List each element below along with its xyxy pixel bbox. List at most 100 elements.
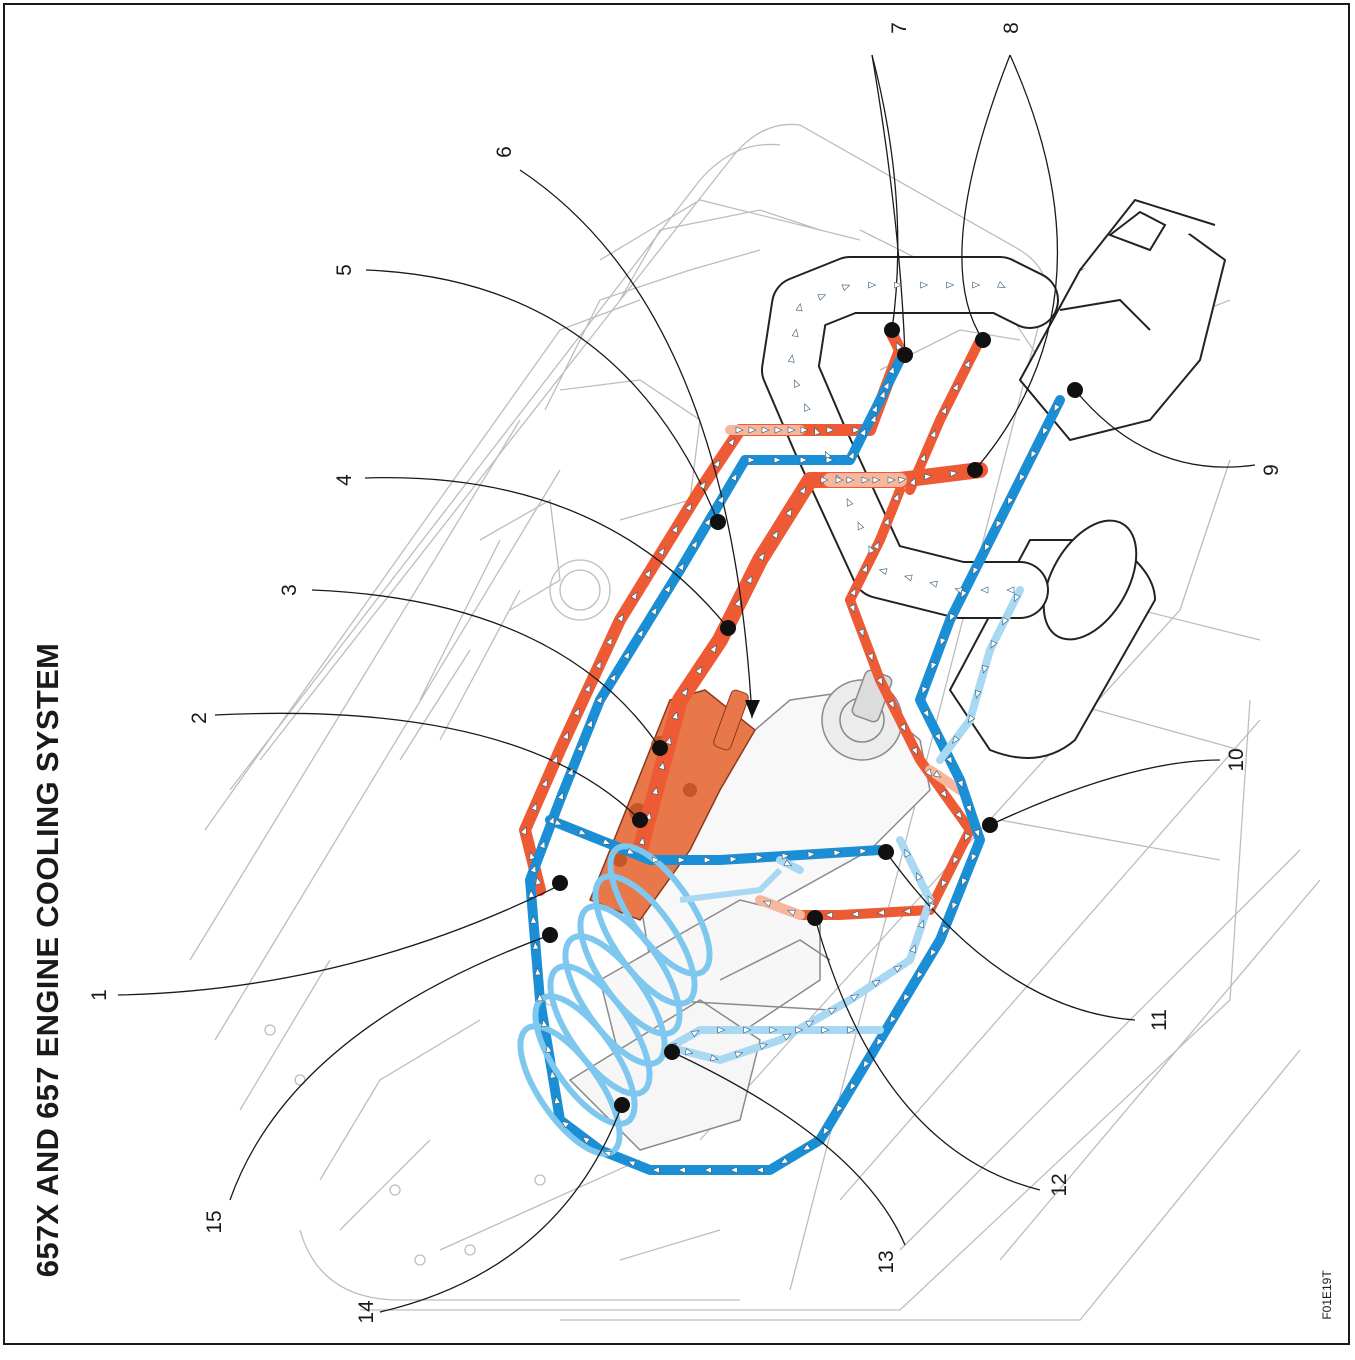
flow-arrow-icon xyxy=(960,589,968,599)
flow-arrow-icon xyxy=(638,836,645,846)
callout-label-12: 12 xyxy=(1048,1173,1071,1197)
flow-arrow-icon xyxy=(759,1043,768,1050)
coil-hose xyxy=(517,843,783,1157)
flow-arrow-icon xyxy=(857,628,865,638)
flow-arrow-icon xyxy=(887,476,896,484)
flow-arrow-icon xyxy=(967,714,976,724)
flow-arrow-icon xyxy=(690,540,698,549)
flow-arrow-icon xyxy=(709,1054,719,1062)
flow-arrow-icon xyxy=(532,941,540,950)
flow-arrow-icon xyxy=(538,840,546,849)
flow-arrow-icon xyxy=(893,965,903,973)
callout-dot-7a xyxy=(884,322,900,338)
flow-arrow-icon xyxy=(595,695,603,705)
flow-arrow-icon xyxy=(825,456,834,464)
flow-arrow-icon xyxy=(734,598,741,608)
flow-arrow-icon xyxy=(576,743,583,753)
flow-arrow-icon xyxy=(871,404,878,414)
flow-arrow-icon xyxy=(622,651,631,660)
flow-arrow-icon xyxy=(956,779,964,789)
flow-arrow-icon xyxy=(554,818,563,826)
flow-arrow-icon xyxy=(528,889,535,898)
flow-arrow-icon xyxy=(530,802,537,812)
flow-arrow-icon xyxy=(743,1026,752,1034)
callout-dot-13 xyxy=(664,1044,680,1060)
flow-arrow-icon xyxy=(657,547,665,556)
flow-arrow-icon xyxy=(949,612,956,622)
flow-arrow-icon xyxy=(990,640,998,649)
flow-arrow-icon xyxy=(857,521,865,531)
flow-arrow-icon xyxy=(942,925,949,935)
flow-arrow-icon xyxy=(795,1026,804,1034)
flow-arrow-icon xyxy=(868,281,877,289)
flow-arrow-icon xyxy=(643,569,652,579)
flow-arrow-icon xyxy=(748,426,757,434)
flow-arrow-icon xyxy=(798,486,807,495)
flow-arrow-icon xyxy=(888,365,895,375)
flow-arrow-icon xyxy=(541,1018,548,1028)
flow-arrow-icon xyxy=(868,545,876,554)
flow-arrow-icon xyxy=(578,828,587,835)
flow-arrow-icon xyxy=(735,426,744,434)
flow-arrow-icon xyxy=(930,661,938,671)
flow-arrow-icon xyxy=(846,497,854,507)
flow-arrow-icon xyxy=(867,652,874,662)
flow-arrow-icon xyxy=(898,476,907,484)
callout-label-15: 15 xyxy=(203,1210,226,1234)
flow-arrow-icon xyxy=(951,382,959,392)
flow-arrow-icon xyxy=(833,849,842,857)
callout-label-4: 4 xyxy=(333,474,356,486)
flow-arrow-icon xyxy=(566,767,574,777)
flow-arrow-icon xyxy=(876,909,885,916)
flow-arrow-icon xyxy=(573,707,580,717)
flow-arrow-icon xyxy=(929,948,937,958)
flow-arrow-icon xyxy=(680,687,689,697)
flow-arrow-icon xyxy=(562,731,569,741)
flow-arrow-icon xyxy=(934,732,941,742)
flow-arrow-icon xyxy=(882,517,890,526)
flow-arrow-icon xyxy=(549,1070,557,1079)
callout-label-5: 5 xyxy=(333,264,356,276)
flow-arrow-icon xyxy=(545,1044,553,1053)
flow-arrow-icon xyxy=(757,552,765,562)
flow-arrow-icon xyxy=(862,1059,870,1069)
flow-arrow-icon xyxy=(899,723,907,733)
flow-arrow-icon xyxy=(861,476,870,484)
flow-arrow-icon xyxy=(627,1160,637,1168)
flow-arrow-icon xyxy=(651,1166,660,1174)
flow-arrow-icon xyxy=(894,281,903,289)
flow-arrow-icon xyxy=(954,810,963,820)
flow-arrow-icon xyxy=(529,864,537,874)
flow-arrow-icon xyxy=(774,426,783,434)
flow-arrow-icon xyxy=(663,584,671,594)
flow-arrow-icon xyxy=(980,586,989,594)
flow-arrow-icon xyxy=(984,543,991,552)
flow-arrow-icon xyxy=(779,1156,789,1165)
flow-arrow-icon xyxy=(848,604,856,613)
flow-arrow-icon xyxy=(773,456,782,464)
flow-arrow-icon xyxy=(849,587,857,597)
flow-arrow-icon xyxy=(946,281,955,289)
flow-arrow-icon xyxy=(847,451,855,460)
callout-dot-10 xyxy=(982,817,998,833)
flow-arrow-icon xyxy=(996,281,1006,288)
flow-arrow-icon xyxy=(528,851,536,861)
flow-arrow-icon xyxy=(852,426,861,434)
callout-label-14: 14 xyxy=(355,1300,378,1324)
figure-code: F01E19T xyxy=(1320,1270,1334,1320)
flow-arrow-icon xyxy=(551,754,558,764)
flow-arrow-icon xyxy=(1030,450,1038,459)
flow-arrow-icon xyxy=(927,895,935,905)
flow-arrow-icon xyxy=(850,910,859,918)
flow-arrow-icon xyxy=(817,294,827,301)
flow-arrow-icon xyxy=(1002,616,1009,626)
flow-arrow-icon xyxy=(793,379,801,388)
flow-arrow-icon xyxy=(929,580,938,588)
flow-arrow-icon xyxy=(690,1030,700,1038)
flow-arrow-icon xyxy=(878,390,886,399)
callout-dot-11 xyxy=(878,844,894,860)
flow-arrow-icon xyxy=(727,437,735,447)
flow-arrow-icon xyxy=(795,302,803,312)
flow-arrow-icon xyxy=(804,403,811,412)
